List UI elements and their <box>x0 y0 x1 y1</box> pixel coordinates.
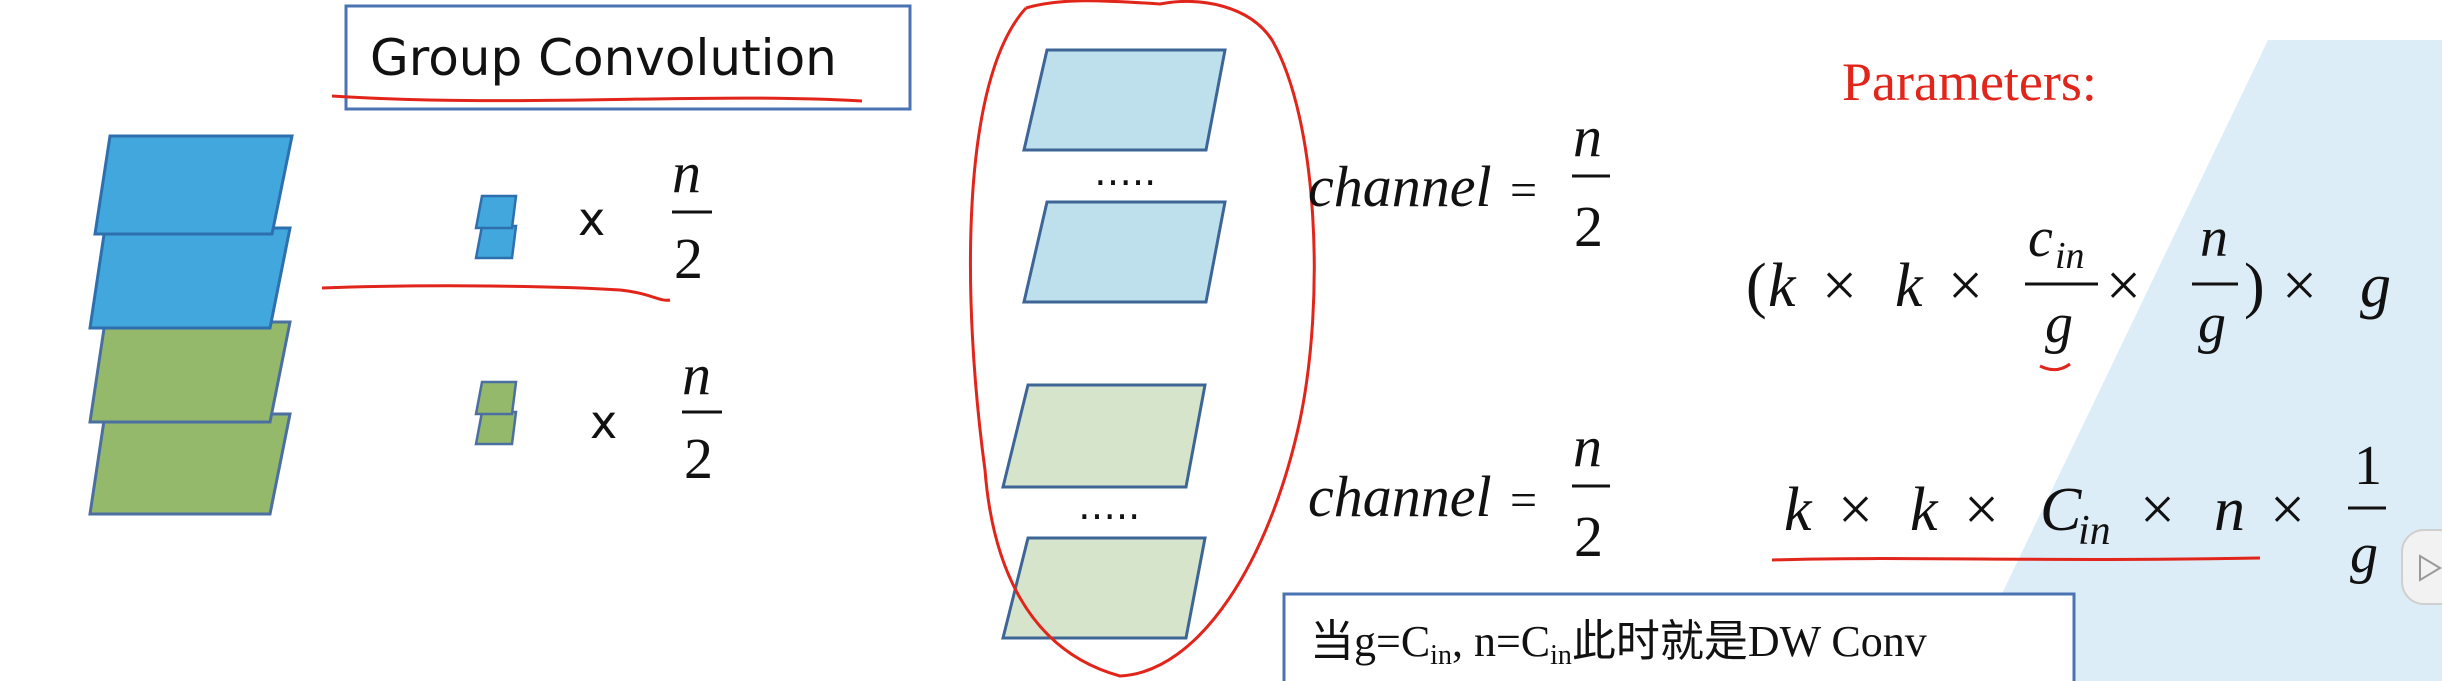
times-sign-2: x <box>590 395 617 449</box>
side-overlay-button-bg[interactable] <box>2401 529 2442 605</box>
watermark-triangle <box>1960 40 2442 681</box>
f2-times3: × <box>2140 476 2175 544</box>
play-icon <box>2419 554 2442 582</box>
f1-frac1-num-c: c <box>2028 207 2053 269</box>
ellipsis-green: ….. <box>1078 484 1140 528</box>
numerator-n-1: n <box>672 140 701 205</box>
f2-c: C <box>2040 476 2082 544</box>
f2-n: n <box>2214 476 2245 544</box>
title-box <box>344 4 912 111</box>
n-over-2-fraction-1: n 2 <box>672 140 712 291</box>
formula-2-underline <box>1771 556 2261 562</box>
note-mid: , n=C <box>1452 617 1550 666</box>
times-sign-1: x <box>578 192 605 246</box>
f2-k1: k <box>1784 476 1813 544</box>
output-blue-map-2 <box>1022 200 1227 304</box>
note-sub-2: in <box>1550 640 1572 671</box>
output-column-circle <box>968 0 1316 678</box>
green-kernel-front <box>474 380 518 416</box>
f1-times1: × <box>1822 252 1857 320</box>
g-red-mark <box>2039 362 2071 372</box>
f1-times4: × <box>2282 252 2317 320</box>
channel-equals-2: = <box>1510 474 1537 527</box>
f1-frac1-den: g <box>2045 293 2073 355</box>
numerator-n-2: n <box>682 342 711 407</box>
f2-times1: × <box>1838 476 1873 544</box>
output-green-map-1 <box>1001 383 1207 489</box>
note-suffix: 此时就是DW Conv <box>1572 617 1927 666</box>
f1-frac1-num-sub: in <box>2055 235 2085 277</box>
channel-denominator-1: 2 <box>1574 194 1603 259</box>
parameters-formula-2: k × k × C in × n × 1 g <box>1784 435 2386 585</box>
blue-kernel-back <box>474 224 518 260</box>
f1-open-paren: ( <box>1746 252 1767 320</box>
input-feature-stack <box>88 134 294 516</box>
channel-numerator-1: n <box>1573 104 1602 169</box>
n-over-2-fraction-2: n 2 <box>682 342 722 491</box>
dw-conv-note-box <box>1282 592 2076 681</box>
parameters-heading: Parameters: <box>1842 52 2097 112</box>
channel-equals-1: = <box>1510 164 1537 217</box>
f2-frac-num: 1 <box>2354 435 2382 497</box>
green-feature-map-back <box>88 412 292 516</box>
parameters-formula-1: ( k × k × c in g × n g ) × g <box>1746 207 2391 372</box>
channel-equation-1: channel = n 2 <box>1308 104 1610 259</box>
blue-feature-map-front <box>93 134 294 236</box>
output-green-map-2 <box>1001 536 1207 640</box>
f1-k2: k <box>1895 252 1924 320</box>
green-kernel-group <box>474 380 518 446</box>
ellipsis-blue: ….. <box>1094 150 1156 194</box>
f2-times4: × <box>2270 476 2305 544</box>
dw-conv-note: 当g=Cin, n=Cin此时就是DW Conv <box>1310 617 1927 671</box>
output-channel-column: ….. ….. <box>1001 48 1227 640</box>
output-blue-map-1 <box>1022 48 1227 152</box>
note-prefix: 当g=C <box>1310 617 1430 666</box>
blue-kernel-front <box>474 194 518 230</box>
side-overlay-button[interactable] <box>2401 529 2442 605</box>
f1-close-paren: ) <box>2244 252 2265 320</box>
channel-denominator-2: 2 <box>1574 504 1603 569</box>
f1-k1: k <box>1768 252 1797 320</box>
f2-k2: k <box>1910 476 1939 544</box>
f1-frac2-den: g <box>2198 293 2226 355</box>
f1-times3: × <box>2106 252 2141 320</box>
blue-kernel-group <box>474 194 518 260</box>
note-sub-1: in <box>1430 640 1452 671</box>
channel-equation-2: channel = n 2 <box>1308 414 1610 569</box>
f1-times2: × <box>1948 252 1983 320</box>
channel-label-2: channel <box>1308 464 1492 529</box>
f1-g: g <box>2360 252 2391 320</box>
f2-times2: × <box>1964 476 1999 544</box>
blue-feature-map-back <box>88 226 292 330</box>
denominator-2-1: 2 <box>674 226 703 291</box>
f2-frac-den: g <box>2350 523 2378 585</box>
green-feature-map-front <box>88 320 292 424</box>
denominator-2-2: 2 <box>684 426 713 491</box>
group-split-underline <box>321 284 671 302</box>
title: Group Convolution <box>370 29 837 87</box>
green-kernel-back <box>474 410 518 446</box>
f2-c-sub: in <box>2078 508 2111 554</box>
f1-frac2-num: n <box>2200 207 2228 269</box>
channel-label-1: channel <box>1308 154 1492 219</box>
channel-numerator-2: n <box>1573 414 1602 479</box>
title-underline <box>331 94 863 103</box>
